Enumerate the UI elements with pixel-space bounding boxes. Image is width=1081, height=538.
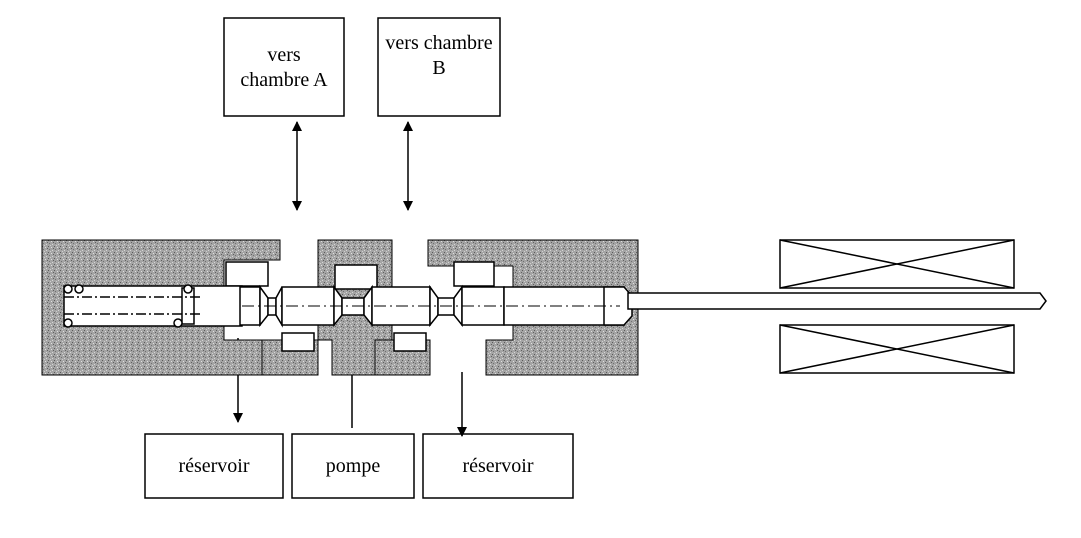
reservoir-right-label: réservoir (462, 455, 533, 477)
chamber-b-label-line1: vers chambre (385, 32, 492, 54)
pompe-label: pompe (326, 455, 381, 477)
valve-cavities (225, 261, 495, 352)
chamber-a-box: vers chambre A (223, 17, 345, 117)
pompe-box: pompe (291, 433, 415, 499)
push-rod (627, 292, 1047, 310)
chamber-a-label-line2: chambre A (240, 69, 328, 91)
solenoid-coil (779, 239, 1015, 374)
spring-chamber (63, 284, 243, 328)
chamber-a-label-line1: vers (267, 44, 301, 66)
reservoir-left-box: réservoir (144, 433, 284, 499)
reservoir-right-box: réservoir (422, 433, 574, 499)
reservoir-left-label: réservoir (178, 455, 249, 477)
spool (239, 284, 633, 328)
chamber-b-box: vers chambre B (377, 17, 501, 117)
chamber-b-label-line2: B (432, 57, 445, 79)
